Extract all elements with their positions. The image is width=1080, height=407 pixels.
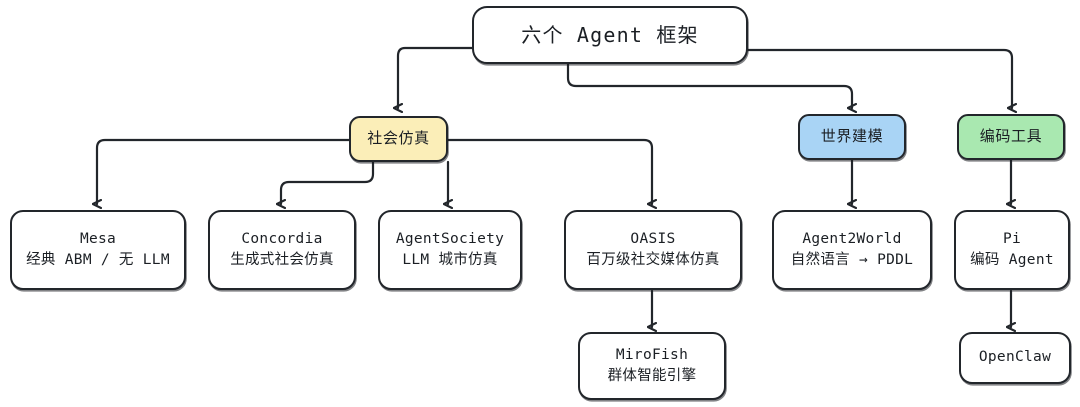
node-oasis-desc: 百万级社交媒体仿真 [586,252,720,268]
edge-social-to-mesa [97,138,351,204]
node-openclaw-name: OpenClaw [978,349,1052,366]
node-concordia-desc: 生成式社会仿真 [230,252,334,268]
node-agent2world[interactable]: Agent2World 自然语言 → PDDL [772,210,932,290]
node-mesa-name: Mesa [79,230,117,247]
node-pi-desc: 编码 Agent [970,252,1054,268]
node-concordia-name: Concordia [241,230,323,247]
edge-root-to-coding [746,48,1012,108]
node-pi[interactable]: Pi 编码 Agent [954,210,1070,290]
node-oasis-name: OASIS [630,230,676,247]
node-concordia[interactable]: Concordia 生成式社会仿真 [208,210,356,290]
node-agentsociety[interactable]: AgentSociety LLM 城市仿真 [378,210,522,290]
node-openclaw[interactable]: OpenClaw [959,332,1071,384]
node-category-coding-tools[interactable]: 编码工具 [957,114,1065,160]
node-agentsociety-name: AgentSociety [395,230,505,247]
node-agent2world-desc: 自然语言 → PDDL [790,252,914,268]
node-root[interactable]: 六个 Agent 框架 [472,6,748,64]
node-mesa-desc: 经典 ABM / 无 LLM [26,252,170,268]
node-mirofish-desc: 群体智能引擎 [607,368,697,384]
node-agentsociety-desc: LLM 城市仿真 [402,252,498,268]
node-category-social-simulation-label: 社会仿真 [367,129,430,148]
node-mirofish[interactable]: MiroFish 群体智能引擎 [578,332,726,400]
node-agent2world-name: Agent2World [802,230,902,247]
node-pi-name: Pi [1002,230,1022,247]
node-category-world-modeling[interactable]: 世界建模 [798,114,906,160]
node-oasis[interactable]: OASIS 百万级社交媒体仿真 [564,210,742,290]
node-root-label: 六个 Agent 框架 [521,22,699,47]
node-mirofish-name: MiroFish [615,346,689,363]
node-category-world-modeling-label: 世界建模 [820,127,884,146]
node-mesa[interactable]: Mesa 经典 ABM / 无 LLM [10,210,186,290]
edge-social-to-concordia [281,160,375,204]
edge-root-to-social [398,46,474,108]
node-category-social-simulation[interactable]: 社会仿真 [349,116,448,162]
edge-root-to-world [566,62,852,108]
edge-social-to-oasis [446,138,652,204]
node-category-coding-tools-label: 编码工具 [979,127,1043,146]
